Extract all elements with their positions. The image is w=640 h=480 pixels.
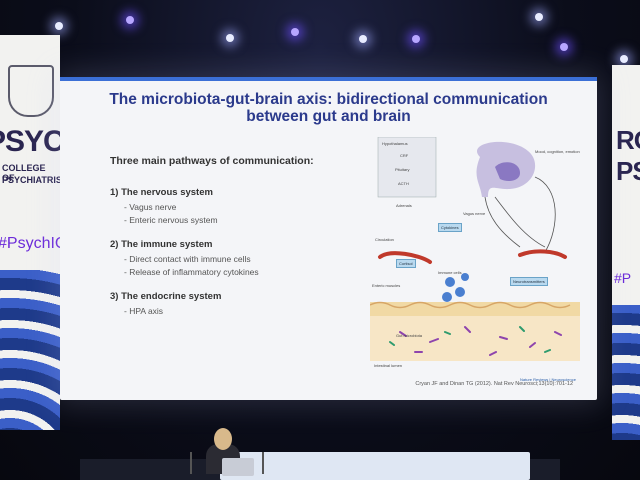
banner-left-title: PSYCH	[0, 125, 60, 158]
diagram-graphic	[369, 136, 580, 361]
label-journal: Nature Reviews | Neuroscience	[520, 377, 576, 382]
label-cytokines: Cytokines	[438, 223, 462, 232]
slide-lead: Three main pathways of communication:	[110, 155, 314, 167]
label-enteric-muscles: Enteric muscles	[372, 283, 401, 288]
ceiling-light	[560, 43, 568, 51]
pathway-section: 3) The endocrine system HPA axis	[110, 291, 370, 318]
label-immune-cells: Immune cells	[438, 270, 462, 275]
banner-left-small1: COLLEGE OF	[2, 163, 46, 183]
laptop	[222, 458, 254, 476]
label-mood: Mood, cognition, emotion	[535, 149, 580, 154]
ceiling-light	[126, 16, 134, 24]
banner-left-hashtag: #PsychIC	[0, 235, 60, 252]
label-gut-microbiota: Gut microbiota	[396, 333, 423, 338]
label-crf: CRF	[400, 153, 409, 158]
label-circulation: Circulation	[375, 237, 394, 242]
slide-title-line1: The microbiota-gut-brain axis: bidirecti…	[109, 91, 548, 108]
banner-swirl-graphic	[612, 305, 640, 440]
slide-top-bar	[60, 77, 597, 81]
ceiling-light	[412, 35, 420, 43]
lectern-panel	[220, 452, 530, 480]
banner-right-title: RO PSY	[616, 125, 640, 186]
ceiling-light	[535, 13, 543, 21]
pathway-section: 2) The immune system Direct contact with…	[110, 239, 370, 279]
ceiling-light	[291, 28, 299, 36]
microphone-icon	[190, 452, 192, 474]
left-banner: PSYCH COLLEGE OF PSYCHIATRISTS #PsychIC	[0, 35, 60, 430]
label-acth: ACTH	[398, 181, 409, 186]
projection-screen: The microbiota-gut-brain axis: bidirecti…	[60, 77, 597, 400]
section-heading: 2) The immune system	[110, 239, 213, 250]
label-pituitary: Pituitary	[395, 167, 410, 172]
slide-title-line2: between gut and brain	[246, 108, 411, 125]
slide-citation: Cryan JF and Dinan TG (2012). Nat Rev Ne…	[415, 381, 573, 387]
college-crest-icon	[8, 65, 54, 117]
label-vagus-nerve: Vagus nerve	[463, 211, 486, 216]
list-item: Enteric nervous system	[124, 214, 370, 227]
section-heading: 3) The endocrine system	[110, 291, 222, 302]
right-banner: RO PSY #P	[612, 65, 640, 440]
list-item: Vagus nerve	[124, 201, 370, 214]
pathway-section: 1) The nervous system Vagus nerve Enteri…	[110, 187, 370, 227]
ceiling-light	[55, 22, 63, 30]
ceiling-light	[359, 35, 367, 43]
speaker-head	[214, 428, 232, 450]
list-item: Direct contact with immune cells	[124, 253, 370, 266]
slide-content: Three main pathways of communication: 1)…	[110, 155, 370, 330]
slide-title: The microbiota-gut-brain axis: bidirecti…	[80, 91, 577, 125]
label-hypothalamus: Hypothalamus	[382, 141, 408, 146]
section-heading: 1) The nervous system	[110, 187, 213, 198]
label-adrenals: Adrenals	[396, 203, 412, 208]
banner-left-small2: PSYCHIATRISTS	[2, 175, 60, 185]
ceiling-light	[620, 55, 628, 63]
list-item: HPA axis	[124, 305, 370, 318]
banner-swirl-graphic	[0, 270, 60, 430]
ceiling-light	[226, 34, 234, 42]
label-intestinal-lumen: Intestinal lumen	[374, 363, 403, 368]
microphone-icon	[262, 452, 264, 474]
list-item: Release of inflammatory cytokines	[124, 266, 370, 279]
banner-right-hashtag: #P	[614, 270, 632, 286]
gut-brain-diagram: Hypothalamus CRF Pituitary ACTH Adrenals…	[369, 136, 585, 387]
label-cortisol: Cortisol	[396, 259, 416, 268]
label-neurotransmitters: Neurotransmitters	[510, 277, 548, 286]
